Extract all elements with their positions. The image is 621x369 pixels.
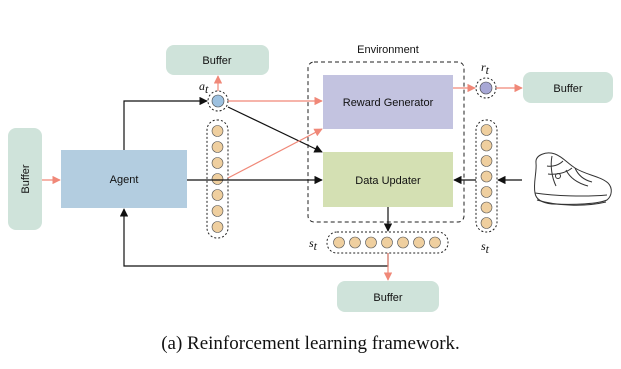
reward-variable-label: rt <box>481 60 490 77</box>
state-token <box>211 157 224 169</box>
state-token <box>480 139 493 152</box>
state-token <box>211 221 224 233</box>
buffer-bottom-box <box>337 281 439 312</box>
reward-generator-box <box>323 75 453 129</box>
state-token <box>333 236 345 249</box>
agent-box <box>61 150 187 208</box>
state-token <box>211 141 224 153</box>
state-token <box>480 201 493 214</box>
buffer-right-label: Buffer <box>553 83 582 95</box>
buffer-left-label: Buffer <box>20 164 32 193</box>
environment-label: Environment <box>357 44 419 56</box>
state-token <box>480 186 493 198</box>
state-token <box>211 189 224 201</box>
arrow-action-to-updater <box>227 106 323 153</box>
action-dot <box>211 94 225 108</box>
state-token <box>429 236 441 249</box>
state-token <box>381 236 393 249</box>
right-state-tokens <box>480 124 493 229</box>
agent-state-tokens <box>211 125 224 233</box>
state-token <box>349 236 361 249</box>
agent-state-tokens-container <box>206 119 229 239</box>
state-token <box>480 170 493 183</box>
figure-caption: (a) Reinforcement learning framework. <box>161 333 460 354</box>
buffer-top-box <box>166 45 269 75</box>
state-token <box>413 236 425 249</box>
bottom-state-tokens <box>333 236 441 249</box>
buffer-right-box <box>523 72 613 103</box>
buffer-right: Buffer <box>523 72 613 103</box>
state-token <box>397 236 409 249</box>
state-token <box>480 124 493 136</box>
arrow-agent-to-action <box>123 96 208 150</box>
data-updater-label: Data Updater <box>355 175 421 187</box>
agent-label: Agent <box>110 174 139 186</box>
bottom-state-tokens-container <box>326 231 449 254</box>
state-token <box>211 173 224 185</box>
buffer-top: Buffer <box>166 45 269 75</box>
reward-dot <box>479 81 493 95</box>
right-state-variable-label: st <box>481 239 490 256</box>
state-token <box>211 125 224 137</box>
buffer-left: Buffer <box>8 128 42 230</box>
arrow-state-feedback-to-agent <box>119 208 389 267</box>
state-token <box>480 155 493 167</box>
shoe-icon <box>533 152 612 206</box>
environment-region <box>307 61 465 223</box>
buffer-top-label: Buffer <box>202 55 231 67</box>
buffer-left-box <box>8 128 42 230</box>
data-updater-box <box>323 152 453 207</box>
state-token <box>480 217 493 229</box>
state-token <box>211 205 224 217</box>
buffer-bottom: Buffer <box>337 281 439 312</box>
reward-generator-label: Reward Generator <box>343 97 434 109</box>
action-variable-label: at <box>199 79 209 96</box>
arrow-tokens-to-reward <box>227 128 323 179</box>
bottom-state-variable-label: st <box>309 236 318 253</box>
state-token <box>365 236 377 249</box>
buffer-bottom-label: Buffer <box>373 292 402 304</box>
right-state-tokens-container <box>475 119 498 233</box>
